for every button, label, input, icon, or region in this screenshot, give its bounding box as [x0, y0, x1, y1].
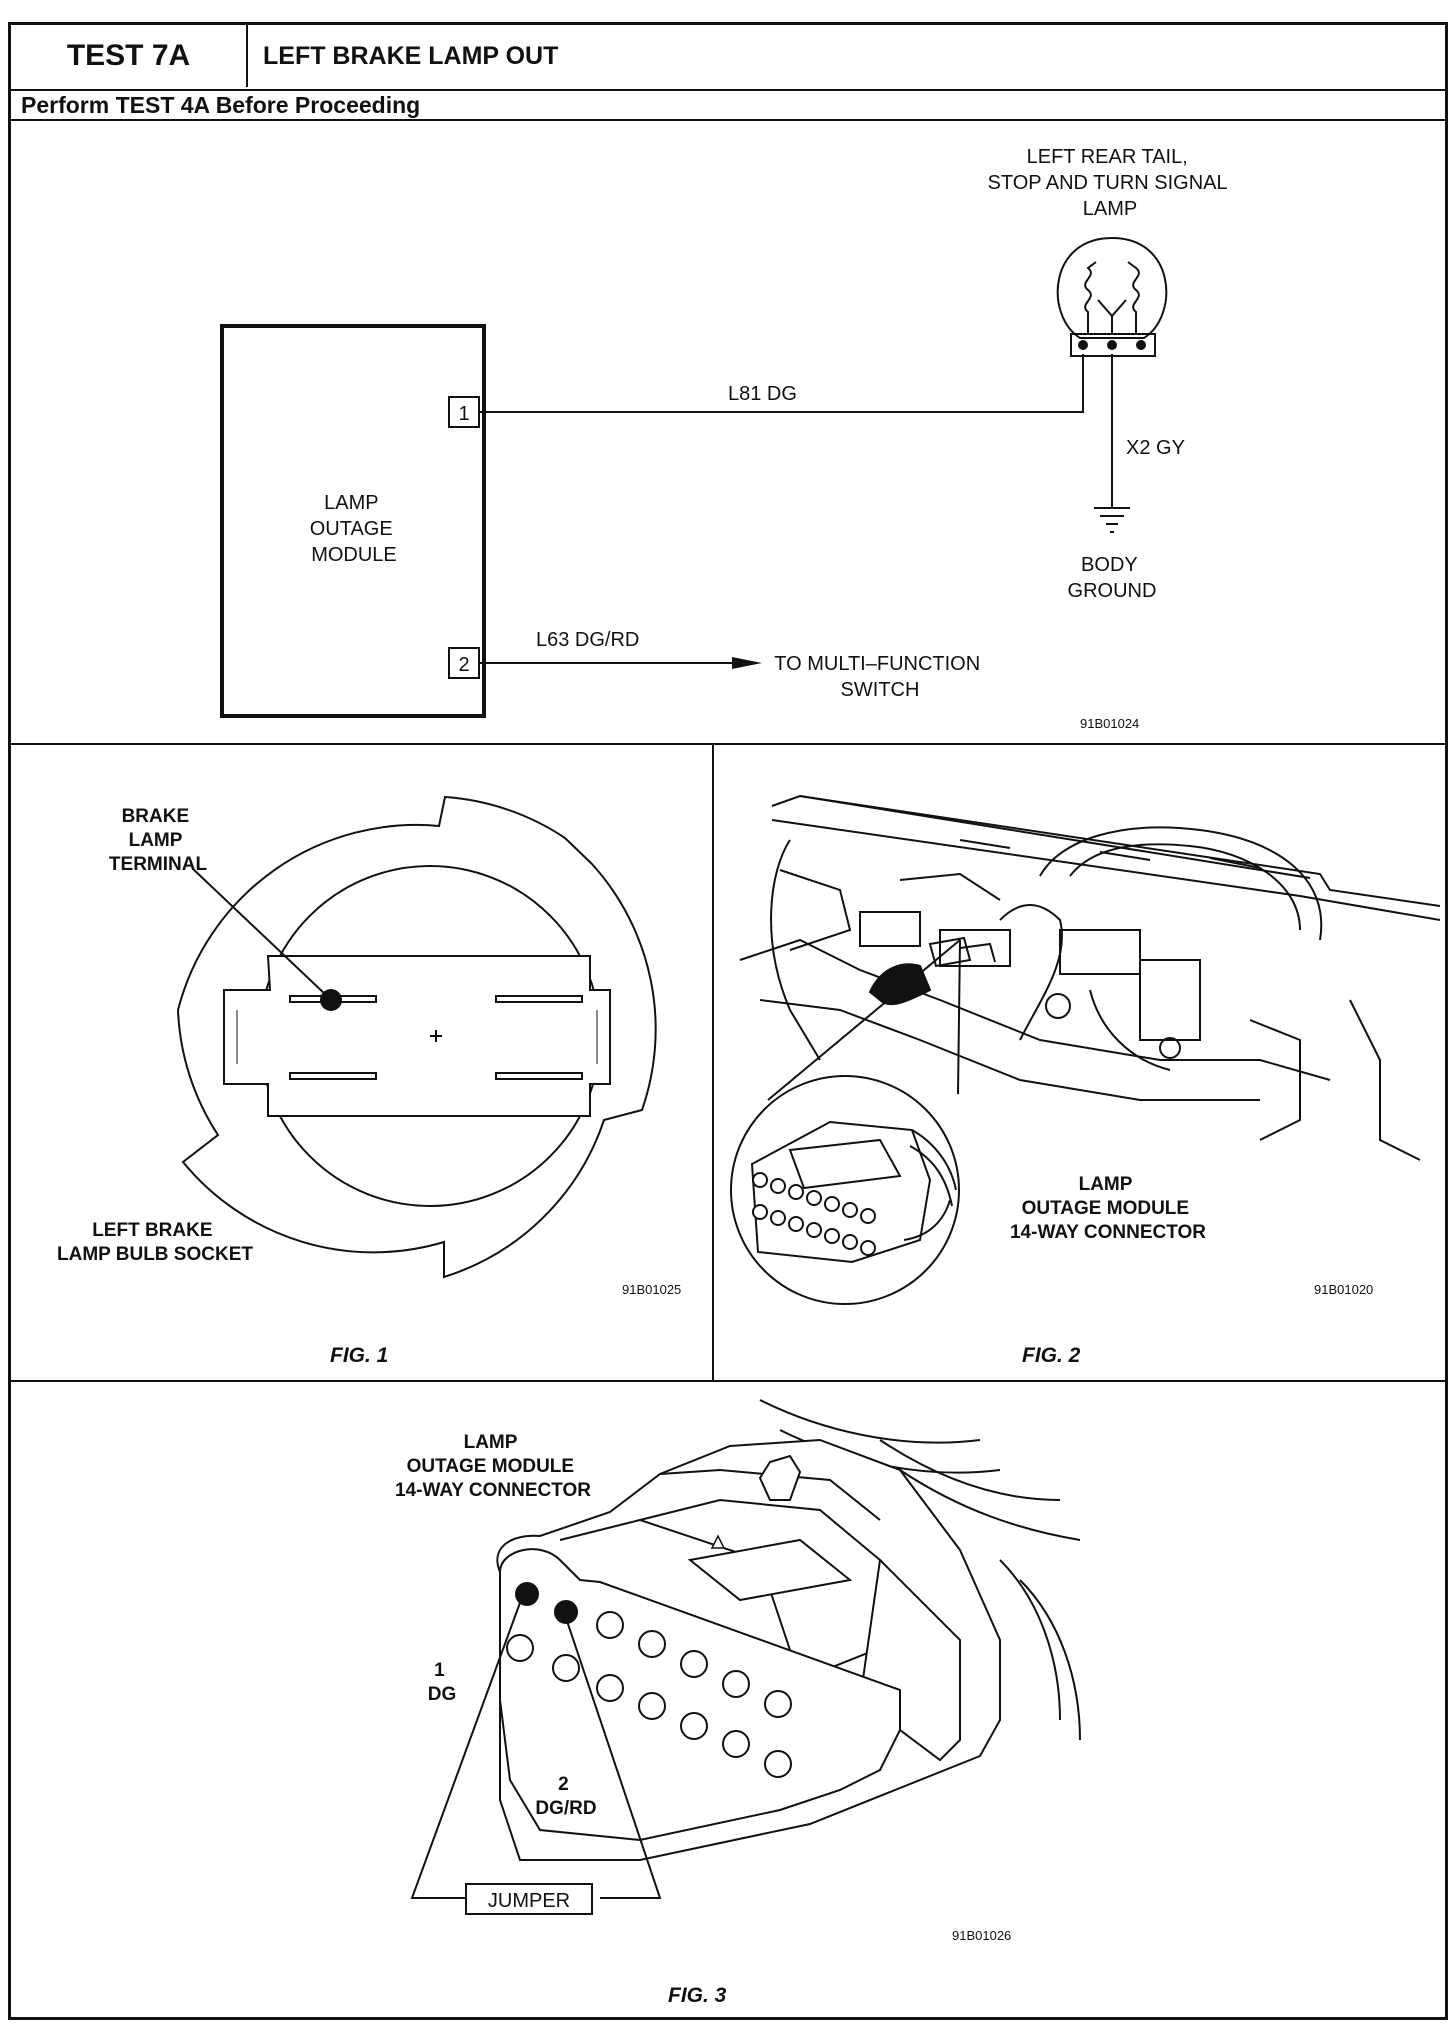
instruction-row: Perform TEST 4A Before Proceeding	[11, 89, 1445, 121]
fig2-vehicle-illustration	[739, 794, 1441, 1161]
jumper-box	[465, 1883, 593, 1915]
schematic-code: 91B01024	[1080, 716, 1139, 731]
lamp-outage-module-box	[220, 324, 486, 718]
pin-2-dot	[554, 1600, 578, 1624]
fig1-terminal-label: BRAKE LAMP TERMINAL	[109, 806, 208, 875]
pin-2-box	[448, 647, 480, 679]
fig3-connector-label: LAMP OUTAGE MODULE 14-WAY CONNECTOR	[395, 1432, 591, 1501]
pin-1-dot	[515, 1582, 539, 1606]
ground-symbol	[1094, 507, 1130, 533]
jumper-lead-2	[565, 1617, 662, 1899]
wire-l81-label: L81 DG	[728, 383, 797, 405]
wire-x2-label: X2 GY	[1126, 437, 1185, 459]
page-frame: TEST 7A LEFT BRAKE LAMP OUT Perform TEST…	[8, 22, 1448, 2020]
ground-label: BODY GROUND	[1068, 554, 1157, 602]
fig2-connector-label: LAMP OUTAGE MODULE 14-WAY CONNECTOR	[1010, 1174, 1206, 1243]
wire-l63-label: L63 DG/RD	[536, 629, 639, 651]
wire-l81	[479, 354, 1084, 413]
test-id: TEST 7A	[11, 25, 248, 87]
lamp-label: LEFT REAR TAIL, STOP AND TURN SIGNAL LAM…	[988, 146, 1233, 220]
pin-1-label: 1	[458, 403, 469, 425]
fig1-socket	[176, 795, 657, 1279]
module-label: LAMP OUTAGE MODULE	[310, 492, 399, 566]
test-title: LEFT BRAKE LAMP OUT	[263, 41, 559, 70]
fig3-connector	[410, 1399, 1081, 1915]
fig2-code: 91B01020	[1314, 1282, 1373, 1297]
fig3-pin2-label: 2 DG/RD	[535, 1774, 596, 1819]
pin-2-label: 2	[458, 654, 469, 676]
jumper-label: JUMPER	[488, 1890, 570, 1912]
arrow-icon	[732, 657, 762, 669]
pin-1-box	[448, 396, 480, 428]
switch-label: TO MULTI–FUNCTION SWITCH	[774, 653, 986, 701]
fig3-pin1-label: 1 DG	[428, 1660, 457, 1705]
fig3-code: 91B01026	[952, 1928, 1011, 1943]
fig2-caption: FIG. 2	[1022, 1344, 1081, 1367]
jumper-lead-1	[410, 1599, 522, 1899]
header-row: TEST 7A LEFT BRAKE LAMP OUT	[11, 25, 1445, 91]
fig1-code: 91B01025	[622, 1282, 681, 1297]
fig1-socket-label: LEFT BRAKE LAMP BULB SOCKET	[57, 1220, 253, 1265]
fig2-connector-closeup	[730, 939, 961, 1305]
lamp-symbol	[1056, 236, 1168, 357]
schematic: LAMP OUTAGE MODULE 1 2 L81 DG LEFT REAR …	[220, 146, 1233, 731]
fig1-caption: FIG. 1	[330, 1344, 388, 1367]
fig3-caption: FIG. 3	[668, 1984, 727, 2007]
